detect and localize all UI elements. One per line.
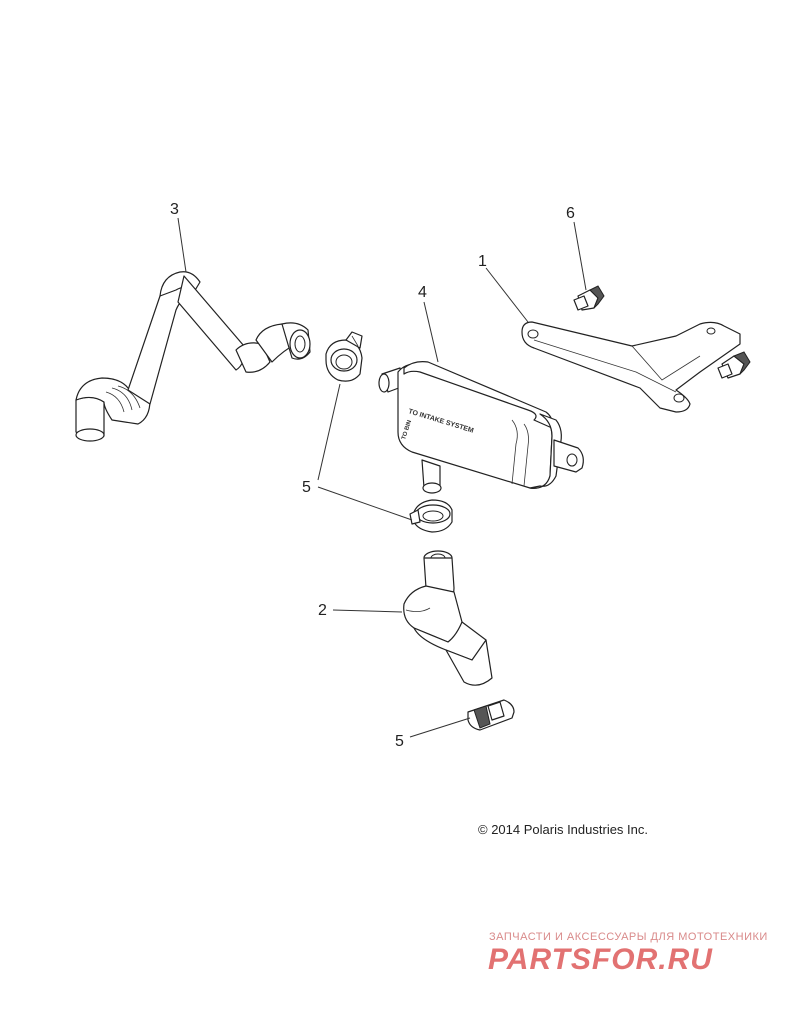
leader-lines xyxy=(177,217,587,738)
hose-part-2 xyxy=(403,550,493,686)
reservoir-label-bin: TO BIN xyxy=(401,420,413,441)
callout-5-lower: 5 xyxy=(395,733,404,750)
push-rivet-second xyxy=(717,351,751,379)
callout-1: 1 xyxy=(478,253,487,270)
reservoir-part-4: TO INTAKE SYSTEM TO BIN xyxy=(378,361,584,494)
hose-clamp-part-5-lower xyxy=(467,699,515,731)
copyright-notice: © 2014 Polaris Industries Inc. xyxy=(478,822,648,837)
callout-2: 2 xyxy=(318,602,327,619)
push-rivet-part-6 xyxy=(573,285,605,311)
hose-part-3 xyxy=(75,271,311,442)
hose-clamp-part-5-upper xyxy=(325,331,363,382)
watermark-tagline: ЗАПЧАСТИ И АКСЕССУАРЫ ДЛЯ МОТОТЕХНИКИ xyxy=(489,931,768,943)
hose-clamp-part-5-middle xyxy=(409,499,453,533)
watermark-logo: PARTSFOR.RU xyxy=(488,943,713,976)
callout-4: 4 xyxy=(418,284,427,301)
bracket-part-1 xyxy=(521,321,741,413)
callout-5-upper: 5 xyxy=(302,479,311,496)
callout-3: 3 xyxy=(170,201,179,218)
callout-6: 6 xyxy=(566,205,575,222)
